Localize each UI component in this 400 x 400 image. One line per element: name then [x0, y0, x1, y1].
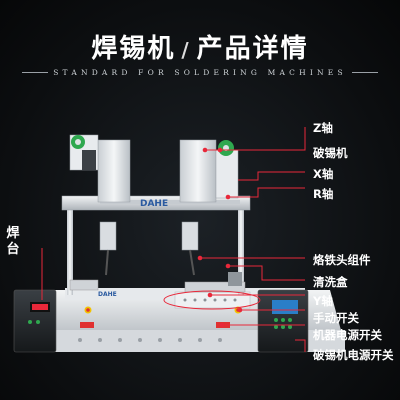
callout-dots: [197, 147, 243, 328]
cleaning-box: [228, 272, 242, 286]
z-axis-left: [69, 134, 131, 276]
subtitle-rule-right: [352, 72, 378, 73]
callout-manual-switch: 手动开关: [313, 311, 359, 325]
callout-r-axis: R轴: [313, 187, 334, 201]
subtitle-rule-left: [22, 72, 48, 73]
callout-tin-breaker: 破锡机: [313, 146, 348, 160]
base-brand-logo: DAHE: [98, 291, 117, 298]
control-box: [257, 289, 309, 353]
callout-z-axis: Z轴: [313, 121, 333, 135]
title-separator: /: [181, 38, 191, 62]
callout-x-axis: X轴: [313, 167, 334, 181]
callout-cleaning-box: 清洗盒: [313, 275, 348, 289]
page-title: 焊锡机/产品详情: [0, 28, 400, 65]
fixture-right: [184, 281, 246, 293]
callout-iron-head: 烙铁头组件: [313, 253, 371, 267]
fixture-left: [69, 279, 99, 291]
soldering-station: [13, 289, 57, 353]
callout-y-axis: Y轴: [313, 294, 333, 308]
callout-lines: [41, 127, 306, 352]
callout-soldering-station: 焊台: [6, 226, 20, 257]
manual-button-left-red: [86, 308, 90, 312]
title-right: 产品详情: [196, 34, 309, 64]
power-switch-left: [80, 322, 94, 328]
brand-logo: DAHE: [140, 199, 168, 209]
callout-breaker-power: 破锡机电源开关: [313, 348, 394, 362]
page-subtitle: STANDARD FOR SOLDERING MACHINES: [53, 68, 347, 77]
title-left: 焊锡机: [91, 34, 176, 64]
callout-machine-power: 机器电源开关: [313, 328, 382, 342]
